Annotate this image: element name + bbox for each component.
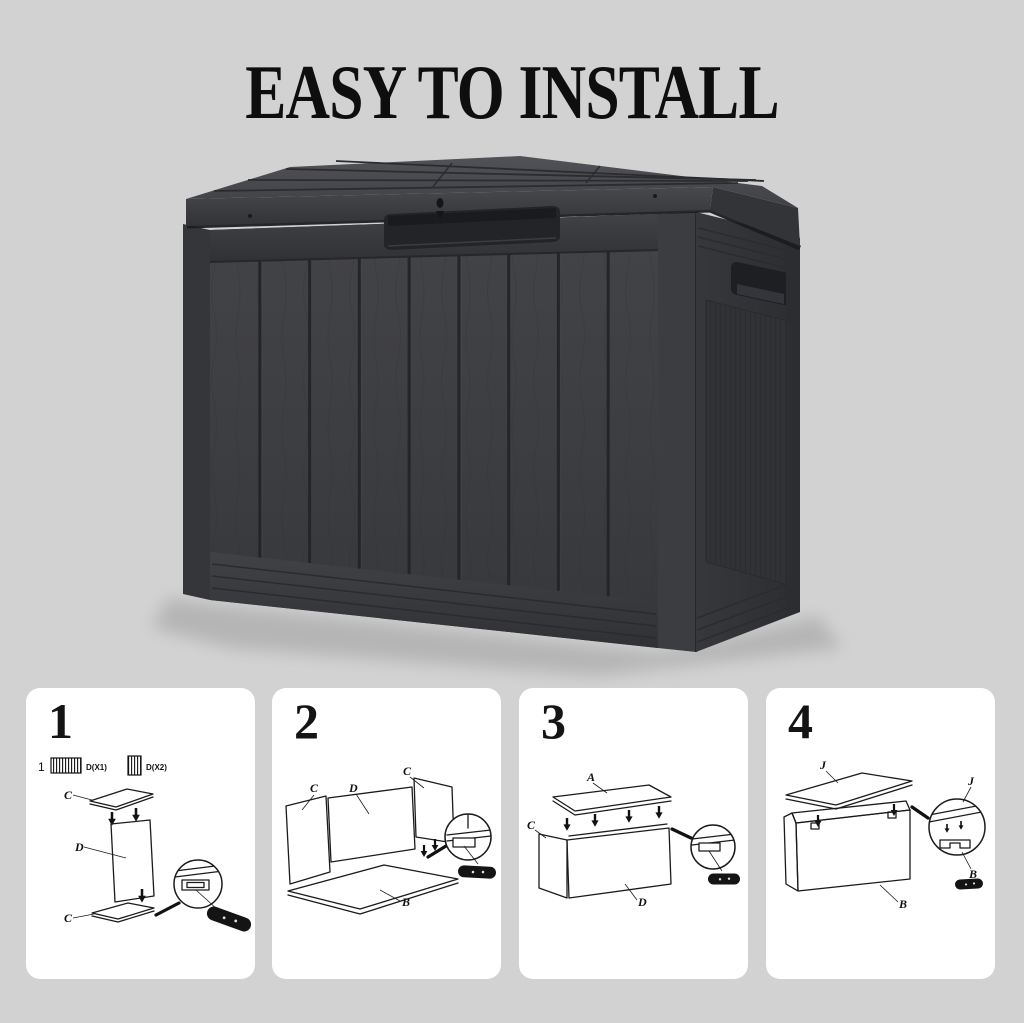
part-label: B (968, 867, 977, 881)
back-panel (327, 786, 416, 863)
part-label: A (586, 770, 595, 784)
part-label: D(X1) (86, 763, 107, 772)
slat-panel (91, 902, 155, 920)
magnifier-icon (928, 798, 986, 856)
deck-box (183, 156, 801, 652)
hinge-bracket (887, 811, 897, 819)
box-front (209, 214, 659, 648)
front-panel (566, 827, 672, 899)
legend-index: 1 (38, 760, 45, 774)
tool-icon (206, 906, 252, 932)
step-card-3: 3 A (519, 688, 748, 979)
part-label: J (819, 758, 827, 772)
top-frame (552, 784, 672, 812)
part-hatch-icon (127, 755, 142, 776)
step-2-diagram: C D C B (285, 764, 496, 915)
tool-icon (955, 878, 983, 890)
part-label: D (74, 840, 84, 854)
down-arrow-icon (562, 816, 572, 832)
slat-panel (89, 788, 154, 808)
keyhole (436, 198, 444, 219)
down-arrow-icon (590, 812, 600, 828)
step-card-4: 4 J (766, 688, 995, 979)
down-arrow-icon (813, 813, 823, 829)
box-right-post (658, 212, 696, 652)
page-title: EASY TO INSTALL (245, 49, 779, 135)
box-side (696, 212, 800, 652)
step-1-diagram: 1 D(X1) D(X2) C D C (38, 755, 252, 932)
base-panel (287, 864, 459, 910)
down-arrow-icon (654, 804, 664, 820)
step-number: 2 (294, 693, 319, 749)
down-arrow-icon (130, 806, 142, 823)
box-lid (186, 156, 800, 250)
part-label: D (637, 895, 647, 909)
part-label: C (527, 818, 536, 832)
step-number: 1 (48, 693, 73, 749)
part-label: B (898, 897, 907, 911)
step-number: 4 (788, 693, 813, 749)
box-left-post (183, 224, 210, 600)
tool-icon (708, 873, 740, 885)
part-label: B (401, 895, 410, 909)
down-arrow-icon (136, 887, 148, 904)
lid-panel (785, 772, 913, 806)
step-card-1: 1 1 D(X1) D(X (26, 688, 255, 979)
step-3-diagram: A C D (527, 770, 740, 909)
front-panel (795, 809, 911, 892)
side-panel (538, 833, 568, 899)
step-4-diagram: J B J B (783, 758, 986, 911)
part-label: J (967, 774, 975, 788)
side-panel (285, 795, 331, 885)
box-shadow (152, 598, 842, 676)
part-label: C (403, 764, 412, 778)
hinge-bracket (810, 822, 820, 830)
part-label: C (64, 788, 73, 802)
down-arrow-icon (419, 843, 429, 859)
down-arrow-icon (624, 808, 634, 824)
plank-stack (110, 819, 155, 903)
part-label: D(X2) (146, 763, 167, 772)
part-label: C (64, 911, 73, 925)
step-card-2: 2 (272, 688, 501, 979)
part-hatch-icon (50, 757, 82, 774)
part-label: C (310, 781, 319, 795)
tool-icon (458, 865, 496, 879)
step-number: 3 (541, 693, 566, 749)
part-label: D (348, 781, 358, 795)
